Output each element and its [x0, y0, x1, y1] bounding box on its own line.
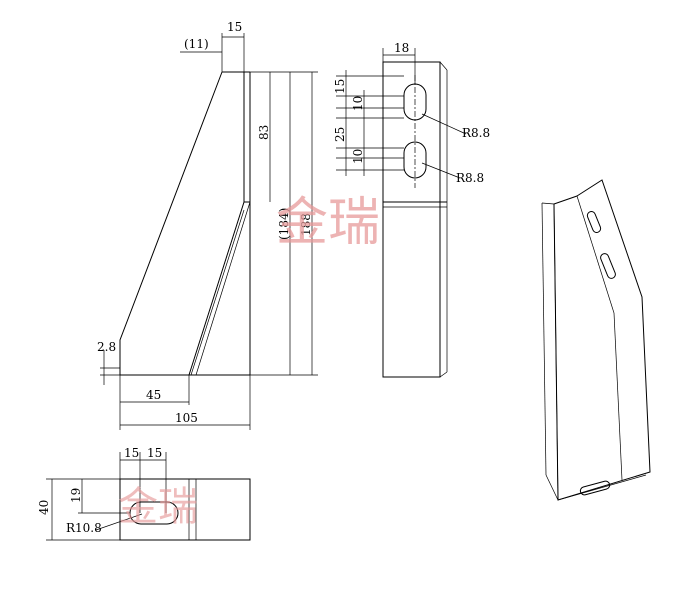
dim-bottom-15-right: 15	[147, 446, 162, 460]
dim-side-slot-10b: 10	[351, 149, 365, 164]
dim-height-188: 188	[299, 213, 313, 236]
dim-side-radius-2: R8.8	[456, 171, 484, 185]
dim-bottom-offset-19: 19	[69, 488, 83, 503]
front-view-outline	[119, 71, 245, 376]
dim-top-width: 15	[227, 20, 242, 34]
bottom-view-outline	[119, 478, 251, 541]
watermark-small: 金瑞	[118, 484, 198, 530]
watermark-main: 金瑞	[276, 193, 380, 253]
side-view: 18 15 10 25 10 R8.8 R8.8	[333, 41, 490, 378]
dim-base-45: 45	[146, 388, 161, 402]
side-view-outline	[382, 61, 441, 378]
dim-top-ref: (11)	[184, 37, 209, 51]
dim-bottom-radius: R10.8	[66, 521, 102, 535]
front-view: 15 (11) 83 (184) 188 2.8 45 105	[97, 20, 318, 430]
dim-bottom-height-40: 40	[37, 500, 51, 515]
dim-height-184: (184)	[277, 208, 291, 240]
dim-side-gap-25: 25	[333, 127, 347, 142]
iso-outline	[553, 179, 651, 501]
iso-slot-bottom	[579, 480, 611, 496]
isometric-view	[541, 179, 651, 501]
dim-thickness: 2.8	[97, 340, 116, 354]
dim-side-slot-10a: 10	[351, 96, 365, 111]
dim-bottom-15-left: 15	[124, 446, 139, 460]
bottom-view: 15 15 40 19 R10.8	[37, 446, 251, 541]
dim-base-105: 105	[175, 411, 198, 425]
iso-slot-lower	[600, 253, 616, 279]
dim-side-width: 18	[394, 41, 409, 55]
dim-side-offset-15: 15	[333, 79, 347, 94]
iso-slot-upper	[586, 211, 602, 233]
dim-side-radius-1: R8.8	[462, 126, 490, 140]
dim-height-83: 83	[257, 125, 271, 140]
side-slot-lower	[403, 141, 427, 179]
